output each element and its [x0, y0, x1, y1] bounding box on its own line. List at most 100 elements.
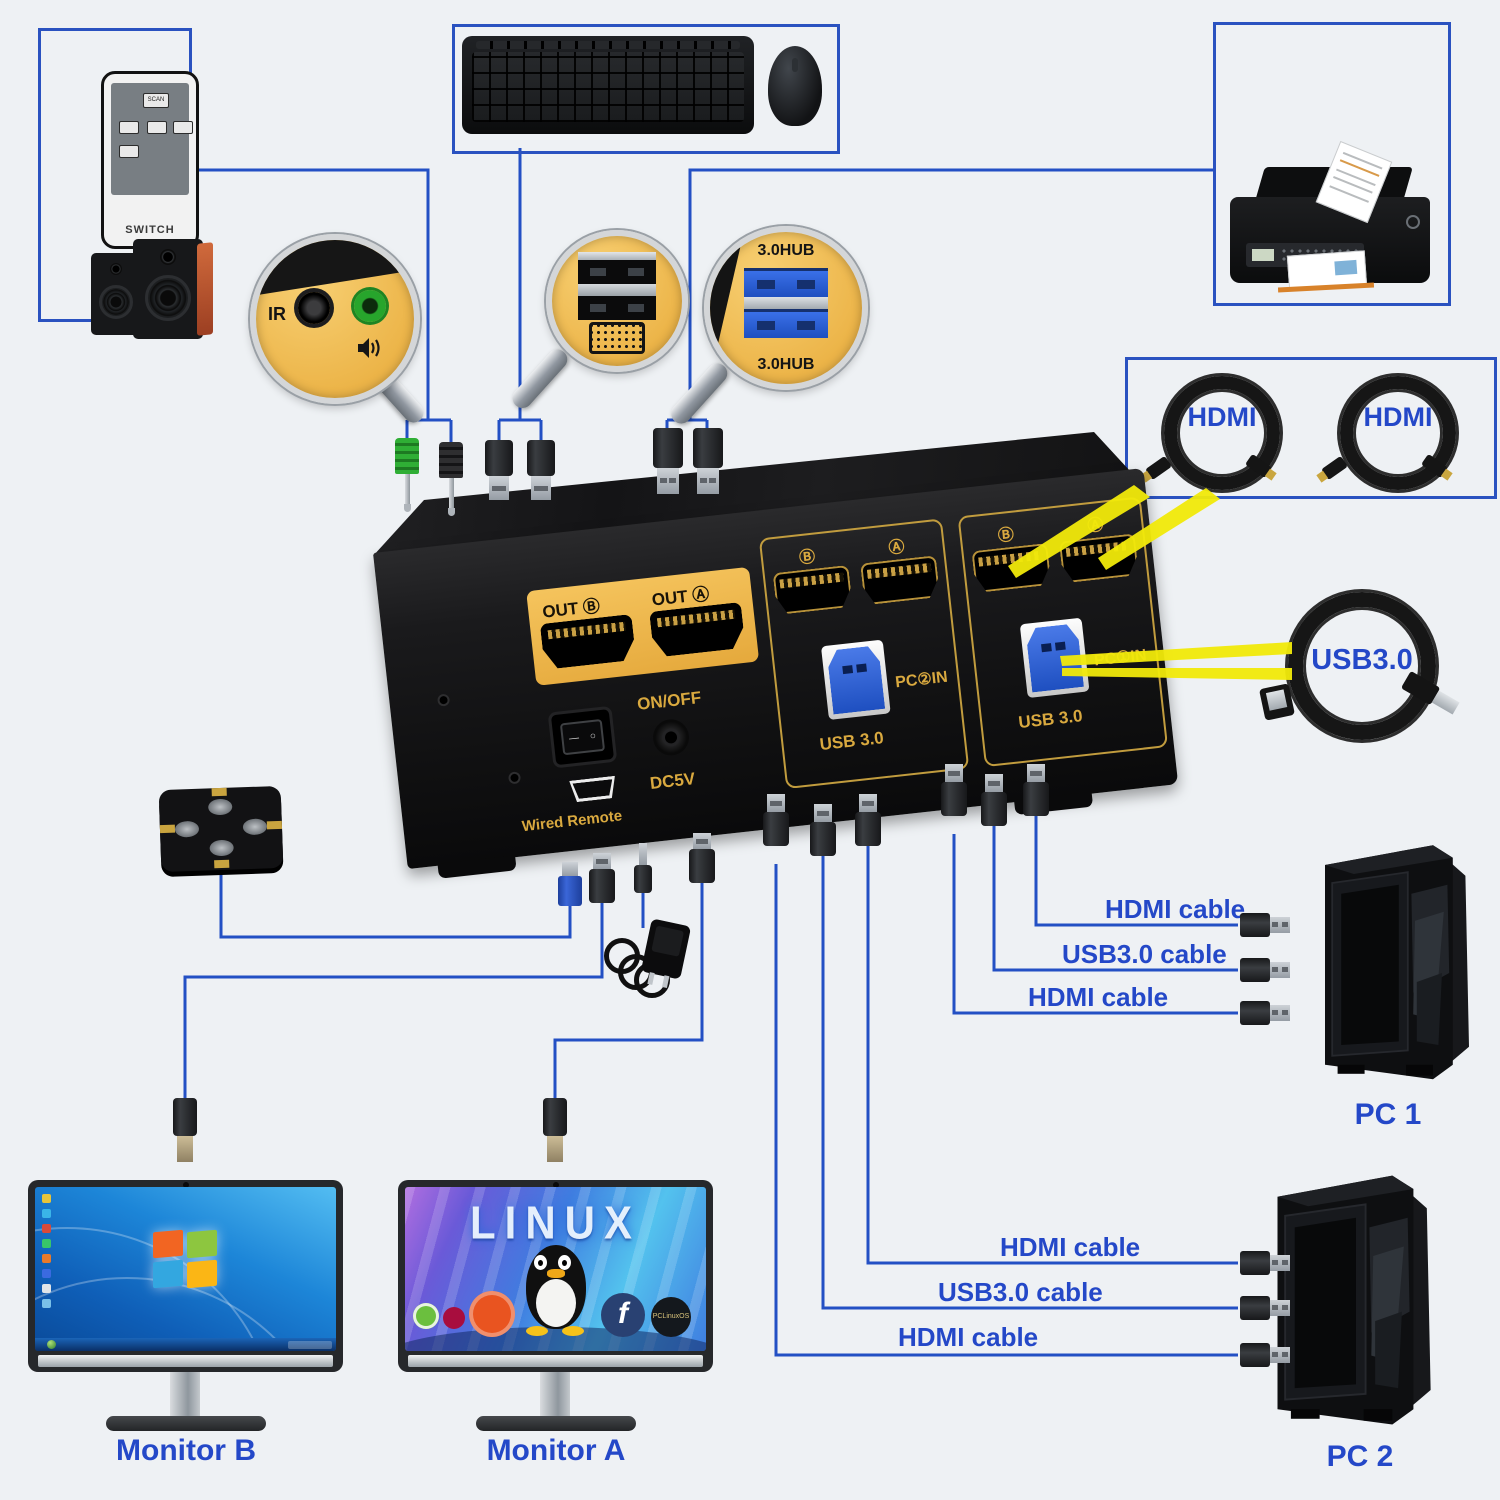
pclinuxos-logo: PCLinuxOS — [651, 1297, 691, 1337]
pc2-hdmi-plug — [855, 794, 881, 846]
usb2-ports — [578, 252, 656, 320]
tux-penguin — [520, 1245, 592, 1336]
pc2-label: PC 2 — [1326, 1440, 1394, 1473]
speaker-right — [133, 239, 213, 339]
usb-plug-right — [1240, 1296, 1290, 1320]
ir-port-label: IR — [268, 304, 286, 324]
webcam-dot — [552, 1182, 559, 1188]
speaker-left — [91, 253, 151, 335]
monitor-chrome-strip — [408, 1355, 703, 1367]
pc2-usb-plug — [810, 804, 836, 856]
monitor-chrome-strip — [38, 1355, 333, 1367]
audio-out-jack — [354, 290, 386, 322]
keyboard-keys — [472, 52, 744, 122]
remote-face: SCAN — [111, 83, 193, 195]
debian-logo — [443, 1307, 465, 1329]
remote-button — [147, 121, 167, 134]
woofer — [145, 275, 191, 321]
woofer — [99, 285, 133, 319]
usb-printer-box — [1213, 22, 1451, 306]
usb-plug-right — [1240, 958, 1290, 982]
tweeter — [110, 263, 122, 275]
start-orb — [47, 1340, 56, 1349]
printer-screen — [1252, 249, 1274, 261]
keyboard-icon — [589, 322, 645, 354]
hdmi-plug-out-a — [689, 833, 715, 883]
usb-plug — [527, 440, 555, 500]
remote-button — [119, 121, 139, 134]
fedora-logo: f — [601, 1293, 645, 1337]
remote-scan-button: SCAN — [143, 93, 169, 108]
pc2-tower — [1232, 1168, 1457, 1441]
usb-plug — [653, 428, 683, 494]
monitor-a: LINUX f PCLinuxOS — [398, 1180, 713, 1372]
speaker-icon — [356, 336, 384, 365]
remote-button — [119, 145, 139, 158]
hub-label-bottom: 3.0HUB — [757, 356, 815, 373]
pc1-tower — [1292, 838, 1484, 1095]
hdmi-cable-text: HDMI — [1363, 402, 1433, 432]
pc2-hdmi-plug — [763, 794, 789, 846]
tweeter — [160, 249, 176, 265]
desktop-icons — [42, 1194, 51, 1308]
taskbar — [35, 1338, 336, 1351]
pc1-usb3-cable-label: USB3.0 cable — [1062, 939, 1227, 969]
keyboard — [462, 36, 754, 134]
remote-switch-label: SWITCH — [125, 224, 175, 236]
keyboard-mouse-box — [452, 24, 840, 154]
monitor-a-stand — [540, 1372, 570, 1418]
monitor-a-base — [476, 1416, 636, 1431]
usb-plug-right — [1240, 913, 1290, 937]
printer-logo — [1406, 215, 1420, 229]
pc2-usb3-cable-label: USB3.0 cable — [938, 1277, 1103, 1307]
monitor-b-cable-plug — [173, 1098, 197, 1162]
monitor-b-base — [106, 1416, 266, 1431]
monitor-a-label: Monitor A — [486, 1434, 626, 1467]
usb3-ports — [744, 268, 828, 338]
usb-plug — [693, 428, 723, 494]
hdmi-plug-out-b — [589, 853, 615, 903]
mint-logo — [413, 1303, 439, 1329]
usb-plug-right — [1240, 1251, 1290, 1275]
pc1-hdmi-cable-label: HDMI cable — [1028, 982, 1169, 1012]
usb3-hub-magnifier: 3.0HUB 3.0HUB — [704, 226, 868, 390]
webcam-dot — [182, 1182, 189, 1188]
remote-button — [173, 121, 193, 134]
monitor-a-cable-plug — [543, 1098, 567, 1162]
linux-title: LINUX — [470, 1196, 641, 1249]
mini-usb-glimpse — [256, 379, 278, 392]
ir-remote-control: SCAN SWITCH — [101, 71, 199, 249]
pc2-hdmi-cable-label: HDMI cable — [1000, 1232, 1141, 1262]
printer — [1230, 140, 1430, 297]
ubuntu-logo — [469, 1291, 515, 1337]
monitor-b-stand — [170, 1372, 200, 1418]
audio-plug-black — [439, 442, 463, 516]
keyboard-fn-row — [476, 41, 740, 49]
monitor-b-screen — [35, 1187, 336, 1351]
mouse — [768, 46, 822, 126]
monitor-b-label: Monitor B — [116, 1434, 256, 1467]
pc1-usb-plug — [981, 774, 1007, 826]
hub-label-top: 3.0HUB — [757, 242, 815, 259]
ir-jack — [298, 292, 330, 324]
ir-audio-magnifier: IR — [250, 234, 420, 404]
usb-plug-right — [1240, 1343, 1290, 1367]
usb2-magnifier — [546, 230, 688, 372]
wired-remote-plug — [558, 862, 582, 906]
usb3-cable-text: USB3.0 — [1311, 644, 1413, 676]
system-tray — [288, 1341, 332, 1349]
hdmi-cable-text: HDMI — [1187, 402, 1257, 432]
usb-plug-right — [1240, 1001, 1290, 1025]
pc1-label: PC 1 — [1354, 1098, 1422, 1131]
monitor-a-screen: LINUX f PCLinuxOS — [405, 1187, 706, 1351]
monitor-b — [28, 1180, 343, 1372]
audio-plug-green — [395, 438, 419, 512]
mouse-scroll-wheel — [792, 58, 798, 72]
pc2-hdmi-cable-label: HDMI cable — [898, 1322, 1039, 1352]
hdmi-cables-box: HDMI HDMI — [1125, 357, 1497, 499]
remote-speakers-box: SCAN SWITCH — [38, 28, 213, 339]
pc1-hdmi-plug — [941, 764, 967, 816]
